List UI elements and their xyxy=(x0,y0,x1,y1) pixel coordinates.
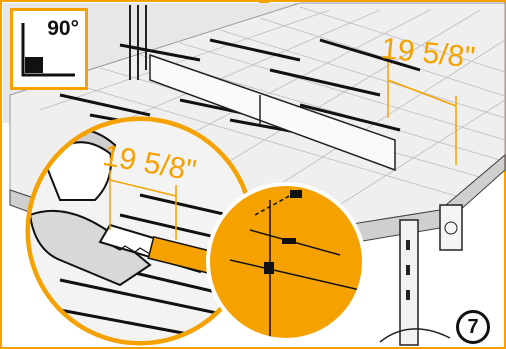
angle-badge: 90° xyxy=(10,8,88,90)
angle-label: 90° xyxy=(47,17,79,41)
step-number-badge: 7 xyxy=(456,310,490,344)
